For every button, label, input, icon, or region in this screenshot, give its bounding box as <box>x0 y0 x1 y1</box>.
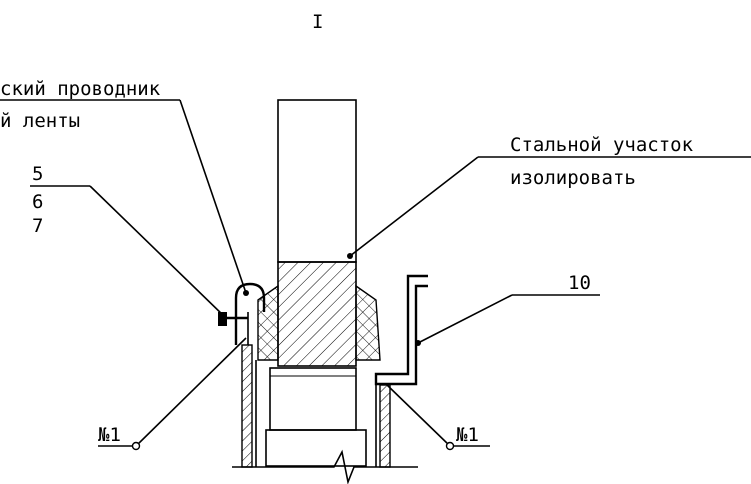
leader-10 <box>417 294 513 344</box>
node-marker-right <box>445 441 455 451</box>
seal-left <box>257 284 279 361</box>
leader-steel <box>349 156 479 257</box>
pipe-lower <box>269 367 357 431</box>
pipe-base <box>265 429 367 467</box>
label-conductor-2: й ленты <box>0 110 80 132</box>
sleeve-right-wall <box>379 384 391 468</box>
leader-dot-conductor <box>243 290 249 296</box>
node-marker-left <box>131 441 141 451</box>
label-pos-6: 6 <box>32 191 43 213</box>
label-conductor-1: ский проводник <box>0 78 161 100</box>
label-node-right: №1 <box>456 424 479 446</box>
label-pos-10: 10 <box>568 272 591 294</box>
leader-dot-10 <box>415 340 421 346</box>
leader-5 <box>89 185 227 319</box>
section-mark: I <box>312 11 323 33</box>
label-node-left: №1 <box>98 424 121 446</box>
sleeve-left-wall <box>241 344 253 468</box>
bolt-nut <box>218 312 227 326</box>
label-pos-5: 5 <box>32 163 43 185</box>
leader-node-left <box>135 337 247 447</box>
label-steel-2: изолировать <box>510 167 636 189</box>
leader-conductor <box>179 99 247 294</box>
bracket-10 <box>374 274 428 386</box>
label-pos-7: 7 <box>32 215 43 237</box>
leader-node-right <box>385 383 451 447</box>
conductor-clamp <box>234 282 266 345</box>
ground-break-line <box>232 449 418 484</box>
leader-dot-steel <box>347 253 353 259</box>
steel-section <box>277 261 357 367</box>
pipe-upper <box>277 99 357 263</box>
label-steel-1: Стальной участок <box>510 134 694 156</box>
seal-right <box>355 284 381 361</box>
